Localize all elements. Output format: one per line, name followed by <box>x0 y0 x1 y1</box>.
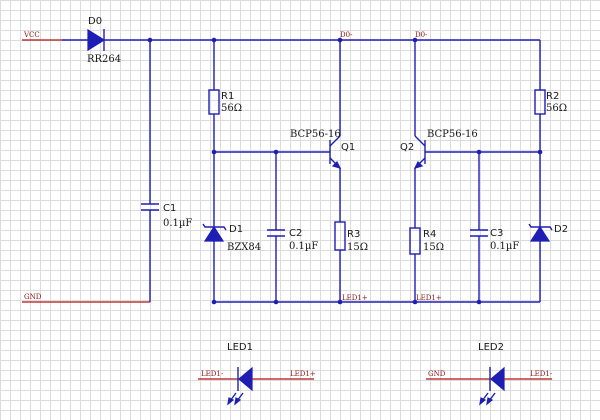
resistor-r3-symbol <box>334 221 346 302</box>
r3-ref: R3 <box>347 229 360 240</box>
junction-c3-bottom <box>476 299 482 305</box>
d1-ref: D1 <box>229 224 243 235</box>
r1-value: 56Ω <box>221 103 242 114</box>
junction-r3-bottom <box>337 299 343 305</box>
c1-ref: C1 <box>163 203 176 214</box>
r2-value: 56Ω <box>546 103 567 114</box>
junction-r4-bottom <box>412 299 418 305</box>
transistor-q2-symbol <box>413 40 426 228</box>
junction-c2-bottom <box>273 299 279 305</box>
d1-value: BZX84 <box>227 242 261 253</box>
net-label-led1p-left: LED1+ <box>342 294 368 302</box>
junction-c1-top <box>147 37 153 43</box>
diode-d0-symbol <box>87 28 106 52</box>
c3-value: 0.1µF <box>490 241 519 252</box>
led1-pin-left-label: LED1- <box>201 370 224 378</box>
resistor-r4-symbol <box>409 227 421 302</box>
resistor-r1-symbol <box>208 40 220 152</box>
led2-pin-right-label: LED1- <box>530 370 553 378</box>
net-label-led1p-right: LED1+ <box>416 294 442 302</box>
capacitor-c3-symbol <box>470 152 488 302</box>
zener-d1-symbol <box>202 152 227 302</box>
led2-pin-left-label: GND <box>428 370 446 378</box>
net-label-vcc: VCC <box>23 31 40 39</box>
q1-ref: Q1 <box>341 142 355 153</box>
led1-symbol <box>198 366 314 406</box>
q2-value: BCP56-16 <box>427 129 478 140</box>
resistor-r2-symbol <box>534 40 546 152</box>
q2-ref: Q2 <box>400 142 414 153</box>
led2-symbol <box>426 366 552 406</box>
led1-pin-right-label: LED1+ <box>290 370 316 378</box>
d0-ref: D0 <box>88 16 102 27</box>
r4-ref: R4 <box>423 229 436 240</box>
led1-ref: LED1 <box>227 342 253 353</box>
c2-ref: C2 <box>289 228 302 239</box>
net-label-d0-right: D0- <box>415 31 428 39</box>
c2-value: 0.1µF <box>289 241 318 252</box>
r3-value: 15Ω <box>347 242 368 253</box>
c3-ref: C3 <box>490 228 503 239</box>
d2-ref: D2 <box>554 224 568 235</box>
led2-ref: LED2 <box>478 342 504 353</box>
junction-r1-top <box>211 37 217 43</box>
r1-ref: R1 <box>221 91 234 102</box>
net-label-d0-left: D0- <box>340 31 353 39</box>
r4-value: 15Ω <box>423 242 444 253</box>
zener-d2-symbol <box>528 152 553 302</box>
d0-value: RR264 <box>87 54 121 65</box>
q1-value: BCP56-16 <box>290 129 341 140</box>
net-label-gnd: GND <box>24 293 42 301</box>
capacitor-c1-symbol <box>141 40 159 302</box>
junction-q2-collector <box>412 37 418 43</box>
transistor-q1-symbol <box>329 40 342 222</box>
junction-q1-collector <box>337 37 343 43</box>
junction-d1-bottom <box>211 299 217 305</box>
r2-ref: R2 <box>546 91 559 102</box>
c1-value: 0.1µF <box>163 218 192 229</box>
capacitor-c2-symbol <box>267 152 285 302</box>
